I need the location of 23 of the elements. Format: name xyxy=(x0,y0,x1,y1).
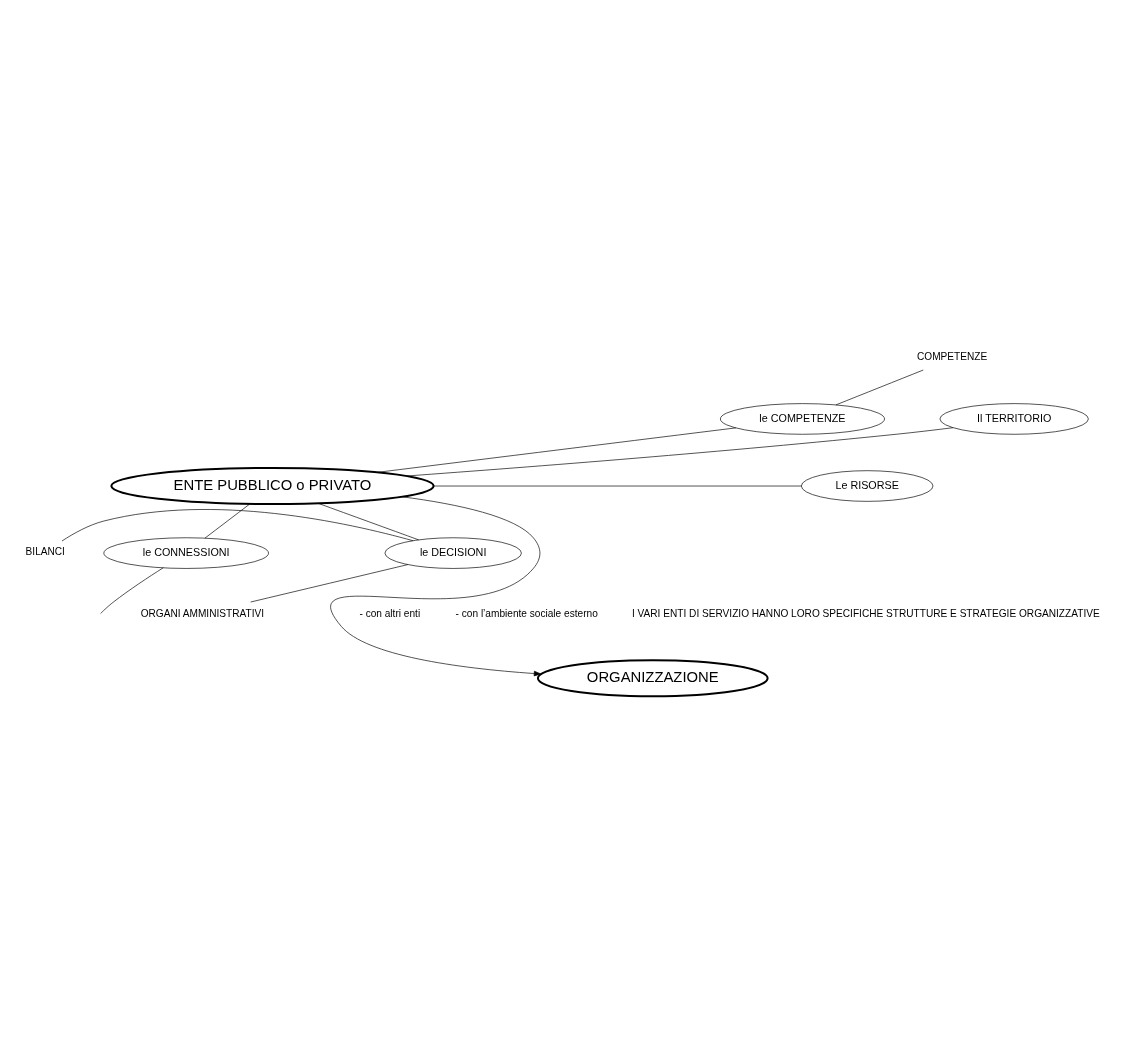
connector xyxy=(318,502,419,540)
connector xyxy=(61,508,414,541)
node-text: ORGANI AMMINISTRATIVI xyxy=(140,607,265,619)
node-ellipse: le CONNESSIONI xyxy=(103,536,269,569)
node-text: BILANCI xyxy=(25,545,65,557)
connector xyxy=(406,426,954,476)
node-ellipse: ENTE PUBBLICO o PRIVATO xyxy=(110,466,435,505)
node-ellipse: Le RISORSE xyxy=(801,469,934,502)
label: - con altri enti xyxy=(359,607,421,619)
connector xyxy=(100,566,164,614)
connector xyxy=(204,503,251,538)
connector xyxy=(835,369,924,405)
connector xyxy=(433,485,802,486)
arrow xyxy=(331,496,542,676)
node-ellipse: Il TERRITORIO xyxy=(939,402,1089,435)
label: - con l’ambiente sociale esterno xyxy=(455,607,598,619)
label: I VARI ENTI DI SERVIZIO HANNO LORO SPECIFICHE STRUTTURE E STRATEGIE ORGANIZZATIVE xyxy=(631,607,1100,619)
connector xyxy=(250,563,409,602)
node-ellipse: ORGANIZZAZIONE xyxy=(536,658,769,697)
node-ellipse: le COMPETENZE xyxy=(720,402,885,435)
node-ellipse: le DECISIONI xyxy=(384,536,522,569)
node-text: COMPETENZE xyxy=(917,350,988,362)
connector xyxy=(377,427,737,473)
